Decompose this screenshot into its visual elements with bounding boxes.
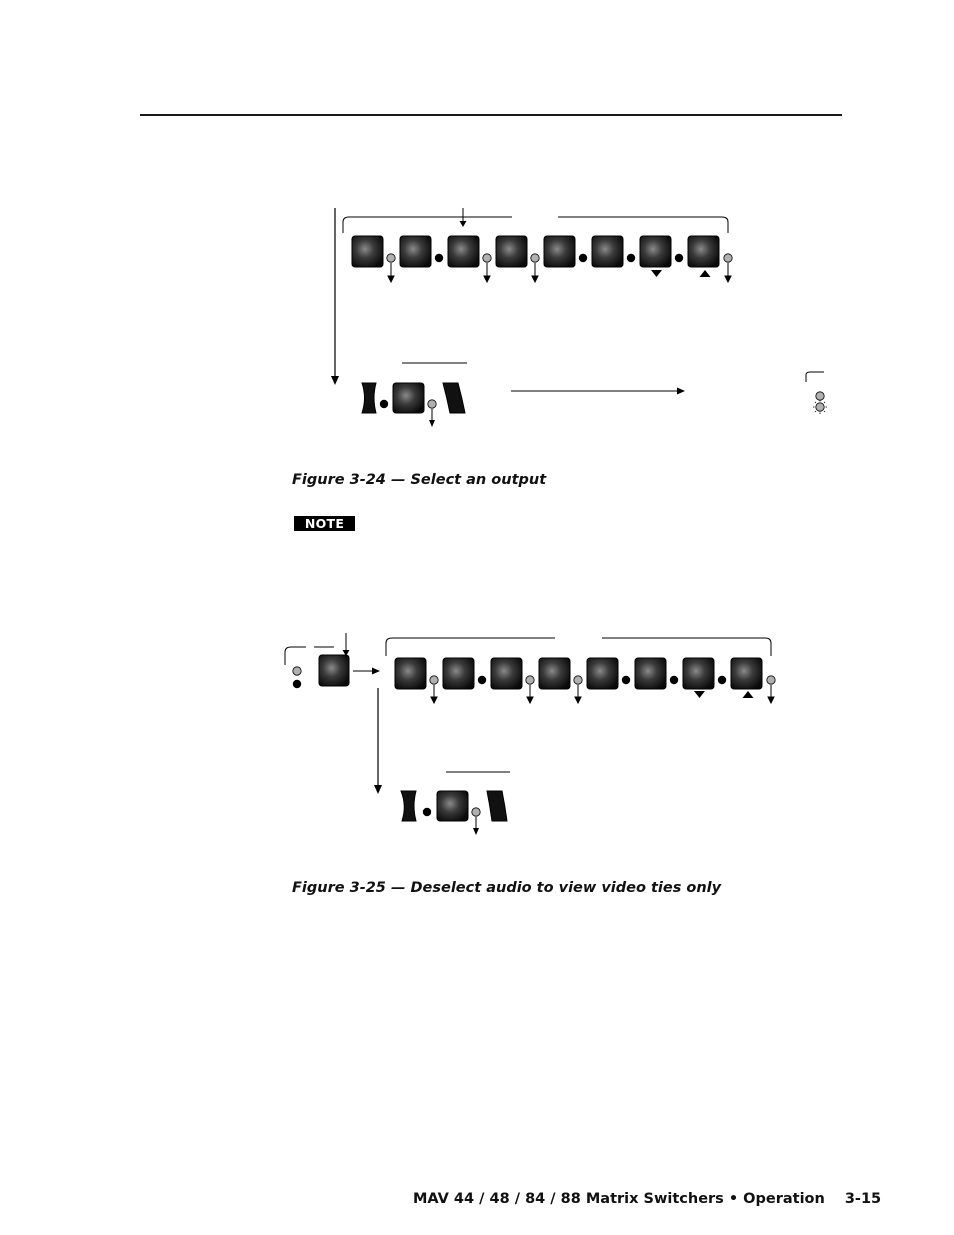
button-row-outputs: [351, 235, 720, 268]
enter-button[interactable]: [436, 790, 469, 822]
led-on-icon: [621, 675, 631, 685]
led-off-icon: [766, 675, 776, 685]
panel-button-6[interactable]: [634, 657, 667, 690]
led-lit-icon: [813, 400, 827, 414]
panel-button-3[interactable]: [447, 235, 480, 268]
right-bracket-button: [442, 382, 466, 414]
led-off-icon: [482, 253, 492, 263]
led-row: [429, 675, 776, 685]
panel-button-5[interactable]: [586, 657, 619, 690]
down-arrow-indicator-icon: [694, 691, 705, 698]
panel-button-8[interactable]: [687, 235, 720, 268]
up-arrow-indicator-icon: [699, 270, 711, 277]
panel-button-2[interactable]: [399, 235, 432, 268]
led-off-icon: [471, 807, 481, 817]
led-on-icon: [292, 679, 302, 689]
page-number: 3-15: [844, 1191, 882, 1207]
audio-button[interactable]: [318, 654, 350, 687]
led-on-icon: [669, 675, 679, 685]
led-off-icon: [525, 675, 535, 685]
led-off-icon: [723, 253, 733, 263]
left-bracket-button: [400, 790, 417, 822]
led-on-icon: [717, 675, 727, 685]
panel-button-7[interactable]: [639, 235, 672, 268]
figure-3-24: [331, 208, 827, 427]
led-on-icon: [434, 253, 444, 263]
figure-3-25: [284, 633, 776, 835]
panel-button-3[interactable]: [490, 657, 523, 690]
panel-button-4[interactable]: [495, 235, 528, 268]
led-on-icon: [477, 675, 487, 685]
led-pointer-arrows: [430, 685, 775, 705]
led-pointer-arrows: [387, 263, 732, 284]
led-off-icon: [427, 399, 437, 409]
figure-3-24-caption: Figure 3-24 — Select an output: [292, 472, 547, 488]
enter-button[interactable]: [392, 382, 425, 414]
panel-button-2[interactable]: [442, 657, 475, 690]
led-off-icon: [815, 391, 825, 401]
right-bracket-button: [486, 790, 508, 822]
led-on-icon: [626, 253, 636, 263]
led-on-icon: [379, 399, 389, 409]
down-arrow-indicator-icon: [651, 270, 662, 277]
led-off-icon: [292, 666, 302, 676]
note-badge: NOTE: [294, 516, 355, 531]
footer-title: MAV 44 / 48 / 84 / 88 Matrix Switchers •…: [413, 1191, 825, 1207]
led-off-icon: [429, 675, 439, 685]
panel-button-1[interactable]: [394, 657, 427, 690]
panel-button-7[interactable]: [682, 657, 715, 690]
led-on-icon: [674, 253, 684, 263]
led-row: [386, 253, 733, 263]
led-on-icon: [578, 253, 588, 263]
header-rule: [140, 114, 842, 116]
left-bracket-button: [361, 382, 377, 414]
panel-button-5[interactable]: [543, 235, 576, 268]
led-off-icon: [573, 675, 583, 685]
button-row-ties: [394, 657, 763, 690]
panel-button-6[interactable]: [591, 235, 624, 268]
panel-button-8[interactable]: [730, 657, 763, 690]
led-off-icon: [530, 253, 540, 263]
panel-button-4[interactable]: [538, 657, 571, 690]
led-off-icon: [386, 253, 396, 263]
page-footer: MAV 44 / 48 / 84 / 88 Matrix Switchers •…: [413, 1191, 881, 1207]
panel-button-1[interactable]: [351, 235, 384, 268]
led-on-icon: [422, 807, 432, 817]
figure-3-25-caption: Figure 3-25 — Deselect audio to view vid…: [292, 880, 722, 896]
up-arrow-indicator-icon: [742, 691, 754, 698]
